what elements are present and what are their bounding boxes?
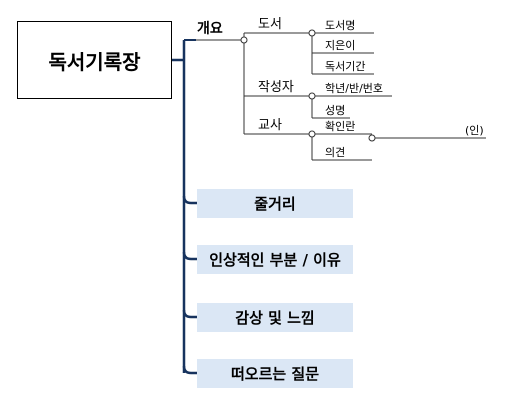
item-opinion: 의견 xyxy=(325,146,346,159)
node-dot xyxy=(308,29,316,37)
branch-connector xyxy=(182,365,197,375)
branch-impressive-part: 인상적인 부분 / 이유 xyxy=(197,245,353,274)
item-name: 성명 xyxy=(325,104,346,117)
node-dot xyxy=(240,36,248,44)
group-label-teacher: 교사 xyxy=(258,118,282,133)
node-dot xyxy=(308,92,316,100)
overview-label: 개요 xyxy=(197,21,223,37)
branch-questions: 떠오르는 질문 xyxy=(197,359,353,388)
branch-connector xyxy=(182,309,197,319)
item-confirm: 확인란 xyxy=(325,120,356,133)
seal-mark: (인) xyxy=(465,124,484,137)
node-dot xyxy=(368,134,376,142)
group-label-book: 도서 xyxy=(258,17,282,32)
branch-connector xyxy=(182,251,197,261)
branch-plot: 줄거리 xyxy=(197,189,353,218)
item-author: 지은이 xyxy=(325,39,356,52)
group-label-writer: 작성자 xyxy=(258,80,294,95)
branch-impressions: 감상 및 느낌 xyxy=(197,303,353,332)
node-dot xyxy=(308,130,316,138)
item-grade-class-number: 학년/반/번호 xyxy=(325,82,384,95)
item-book-title: 도서명 xyxy=(325,19,356,32)
item-reading-period: 독서기간 xyxy=(325,60,366,73)
root-title: 독서기록장 xyxy=(17,21,172,99)
branch-connector xyxy=(182,195,197,205)
